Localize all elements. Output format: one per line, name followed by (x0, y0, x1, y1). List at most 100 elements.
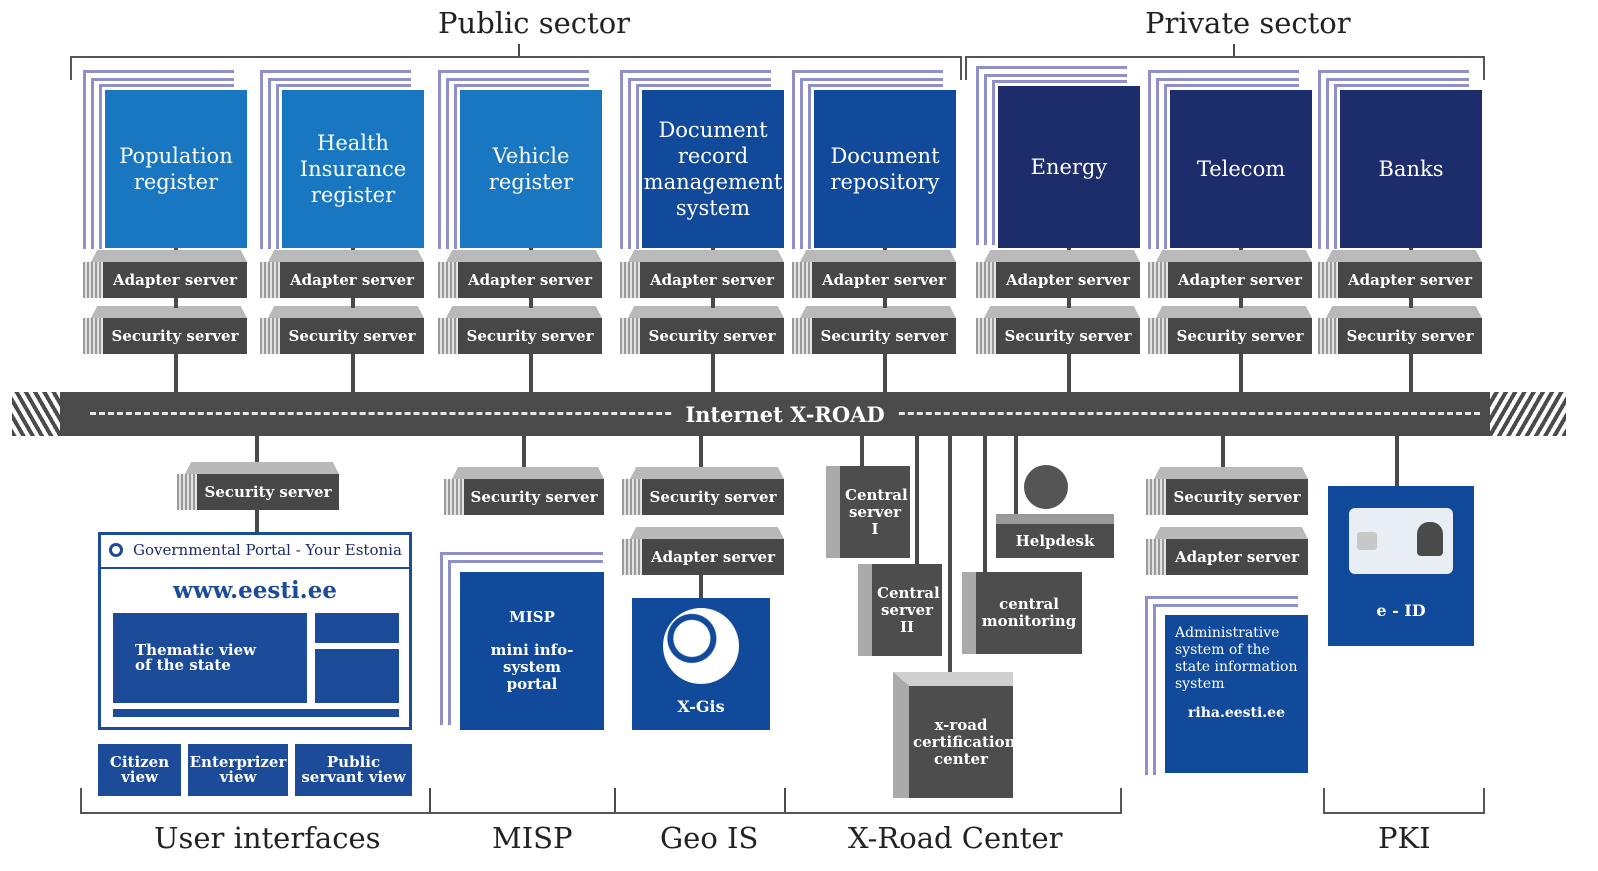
connector (883, 298, 887, 308)
energy-stack (976, 66, 1140, 246)
connector (1409, 354, 1413, 394)
connector (699, 575, 703, 599)
vehicle-register-security-server: Security server (438, 306, 602, 354)
connector (1239, 298, 1243, 308)
misp-box[interactable]: MISP mini info-system portal (460, 572, 604, 730)
portal-panel (315, 613, 399, 643)
riha-text: Administrative system of the state infor… (1175, 625, 1298, 692)
banks-stack (1318, 70, 1482, 250)
connector (1067, 298, 1071, 308)
xroad-bar: Internet X-ROAD (60, 392, 1510, 436)
banks-adapter-server: Adapter server (1318, 250, 1482, 298)
telecom-box[interactable]: Telecom (1170, 90, 1312, 248)
riha-adapter-server: Adapter server (1146, 527, 1308, 575)
connector (174, 298, 178, 308)
energy-label: Energy (1030, 155, 1108, 179)
energy-box[interactable]: Energy (998, 86, 1140, 248)
central-server-1: Central server I (826, 466, 910, 558)
banks-security-server: Security server (1318, 306, 1482, 354)
document-record-management-system-stack (620, 70, 784, 250)
health-insurance-register-box[interactable]: Health Insurance register (282, 90, 424, 248)
xgis-box[interactable]: X-Gis (632, 598, 770, 730)
public-sector-caption: Public sector (438, 6, 631, 40)
document-record-management-system-adapter-server: Adapter server (620, 250, 784, 298)
public-sector-bracket (70, 56, 962, 80)
population-register-box[interactable]: Population register (105, 90, 247, 248)
citizen-view[interactable]: Citizen view (98, 744, 181, 796)
riha-url[interactable]: riha.eesti.ee (1188, 705, 1285, 721)
helpdesk-headset-icon (1024, 465, 1068, 509)
search-underline (101, 567, 409, 569)
connector (1221, 436, 1225, 470)
connector (983, 436, 987, 574)
population-register-security-server: Security server (83, 306, 247, 354)
globe-icon (663, 608, 739, 684)
connector (699, 436, 703, 470)
id-card-icon (1349, 508, 1453, 574)
riha-box[interactable]: Administrative system of the state infor… (1165, 615, 1308, 773)
document-record-management-system-security-server: Security server (620, 306, 784, 354)
search-icon[interactable] (109, 543, 123, 557)
document-repository-security-server: Security server (792, 306, 956, 354)
document-repository-label: Document repository (830, 144, 940, 194)
vehicle-register-stack (438, 70, 602, 250)
document-record-management-system-box[interactable]: Document record management system (642, 90, 784, 248)
connector (1395, 436, 1399, 486)
connector (1014, 436, 1018, 526)
telecom-adapter-server: Adapter server (1148, 250, 1312, 298)
connector (915, 436, 919, 566)
connector (883, 354, 887, 394)
portal-footer-bar (113, 709, 399, 717)
central-monitoring: central monitoring (962, 572, 1082, 654)
search-text[interactable]: Governmental Portal - Your Estonia (133, 541, 402, 559)
connector (351, 354, 355, 394)
pki-bracket (1323, 788, 1485, 814)
connector (529, 298, 533, 308)
document-repository-box[interactable]: Document repository (814, 90, 956, 248)
connector (529, 354, 533, 394)
eid-box[interactable]: e - ID (1328, 486, 1474, 646)
riha-security-server: Security server (1146, 467, 1308, 515)
vehicle-register-label: Vehicle register (488, 144, 574, 194)
health-insurance-register-adapter-server: Adapter server (260, 250, 424, 298)
connector (860, 436, 864, 470)
eid-label: e - ID (1376, 601, 1426, 620)
xgis-label: X-Gis (677, 697, 725, 716)
vehicle-register-adapter-server: Adapter server (438, 250, 602, 298)
connector (711, 354, 715, 394)
riha-stack (1145, 596, 1305, 776)
document-record-management-system-label: Document record management system (643, 118, 783, 220)
document-repository-stack (792, 70, 956, 250)
connector (351, 298, 355, 308)
population-register-adapter-server: Adapter server (83, 250, 247, 298)
misp-subtitle: mini info-system portal (490, 641, 574, 693)
health-insurance-register-label: Health Insurance register (299, 131, 407, 207)
enterprizer-view[interactable]: Enterprizer view (188, 744, 288, 796)
pki-caption: PKI (1378, 821, 1431, 855)
central-server-2: Central server II (858, 564, 942, 656)
connector (1239, 354, 1243, 394)
bracket-divider (429, 788, 431, 812)
portal-url[interactable]: www.eesti.ee (173, 577, 337, 604)
banks-box[interactable]: Banks (1340, 90, 1482, 248)
misp-stack (440, 552, 610, 732)
helpdesk: Helpdesk (996, 514, 1114, 558)
bracket-divider (784, 788, 786, 812)
health-insurance-register-security-server: Security server (260, 306, 424, 354)
telecom-label: Telecom (1196, 157, 1286, 181)
portal-window[interactable]: Governmental Portal - Your Estonia www.e… (98, 532, 412, 730)
vehicle-register-box[interactable]: Vehicle register (460, 90, 602, 248)
connector (1067, 354, 1071, 394)
user-interfaces-caption: User interfaces (154, 821, 381, 855)
telecom-stack (1148, 70, 1312, 250)
private-sector-bracket (965, 56, 1485, 80)
private-bracket-tick (1233, 44, 1235, 56)
portal-security-server: Security server (177, 462, 339, 510)
thematic-view[interactable]: Thematic view of the state (113, 613, 307, 703)
public-servant-view[interactable]: Public servant view (295, 744, 412, 796)
telecom-security-server: Security server (1148, 306, 1312, 354)
geo-security-server: Security server (622, 467, 784, 515)
connector (711, 298, 715, 308)
connector (522, 436, 526, 470)
geo-adapter-server: Adapter server (622, 527, 784, 575)
